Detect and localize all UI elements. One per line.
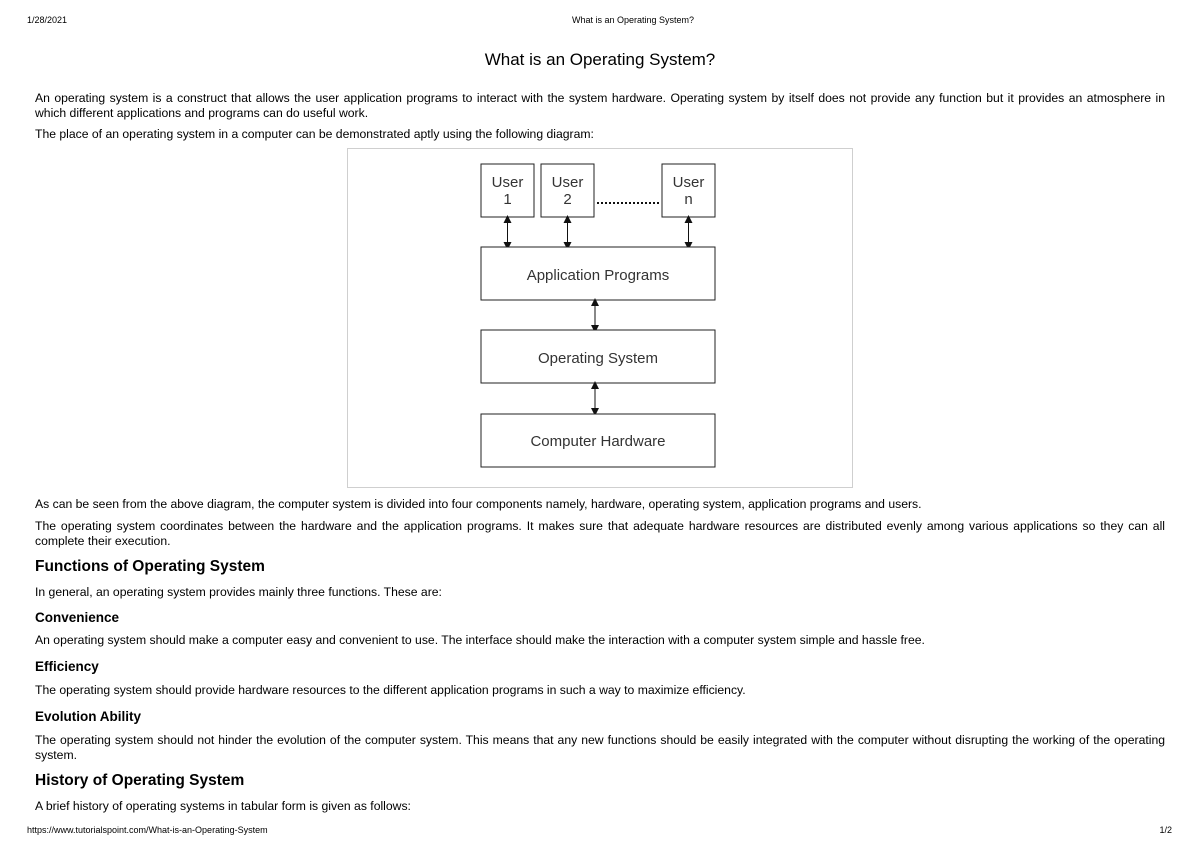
operating-system-label: Operating System — [538, 350, 658, 367]
computer-hardware-box: Computer Hardware — [480, 413, 716, 468]
os-diagram-svg: User 1 User 2 User n Application Program… — [480, 163, 716, 468]
user-box-1-label: User — [492, 174, 524, 191]
diagram-intro-paragraph: The place of an operating system in a co… — [35, 127, 594, 141]
computer-hardware-label: Computer Hardware — [530, 433, 665, 450]
history-heading: History of Operating System — [35, 772, 245, 789]
operating-system-box: Operating System — [480, 329, 716, 384]
user-box-2: User 2 — [540, 163, 595, 218]
application-programs-label: Application Programs — [527, 267, 670, 284]
os-diagram: User 1 User 2 User n Application Program… — [347, 148, 853, 488]
print-date: 1/28/2021 — [27, 15, 68, 25]
components-paragraph: As can be seen from the above diagram, t… — [35, 497, 922, 511]
intro-paragraph: An operating system is a construct that … — [35, 91, 1165, 120]
evolution-text: The operating system should not hinder t… — [35, 733, 1165, 762]
user-box-1: User 1 — [480, 163, 535, 218]
user-box-n-label: User — [673, 174, 705, 191]
source-url[interactable]: https://www.tutorialspoint.com/What-is-a… — [27, 825, 268, 835]
functions-heading: Functions of Operating System — [35, 558, 265, 575]
application-programs-box: Application Programs — [480, 246, 716, 301]
convenience-heading: Convenience — [35, 610, 120, 625]
user-box-n: User n — [661, 163, 716, 218]
user-box-2-label: User — [552, 174, 584, 191]
page-title: What is an Operating System? — [484, 50, 716, 69]
efficiency-heading: Efficiency — [35, 659, 99, 674]
coordination-paragraph: The operating system coordinates between… — [35, 519, 1165, 548]
efficiency-text: The operating system should provide hard… — [35, 683, 746, 697]
user-box-1-number: 1 — [503, 191, 511, 208]
page-number: 1/2 — [1159, 825, 1172, 835]
user-box-n-number: n — [684, 191, 692, 208]
print-header-title: What is an Operating System? — [571, 15, 695, 25]
convenience-text: An operating system should make a comput… — [35, 633, 925, 647]
history-intro: A brief history of operating systems in … — [35, 799, 411, 813]
evolution-heading: Evolution Ability — [35, 709, 141, 724]
user-box-2-number: 2 — [563, 191, 571, 208]
functions-intro: In general, an operating system provides… — [35, 585, 442, 599]
